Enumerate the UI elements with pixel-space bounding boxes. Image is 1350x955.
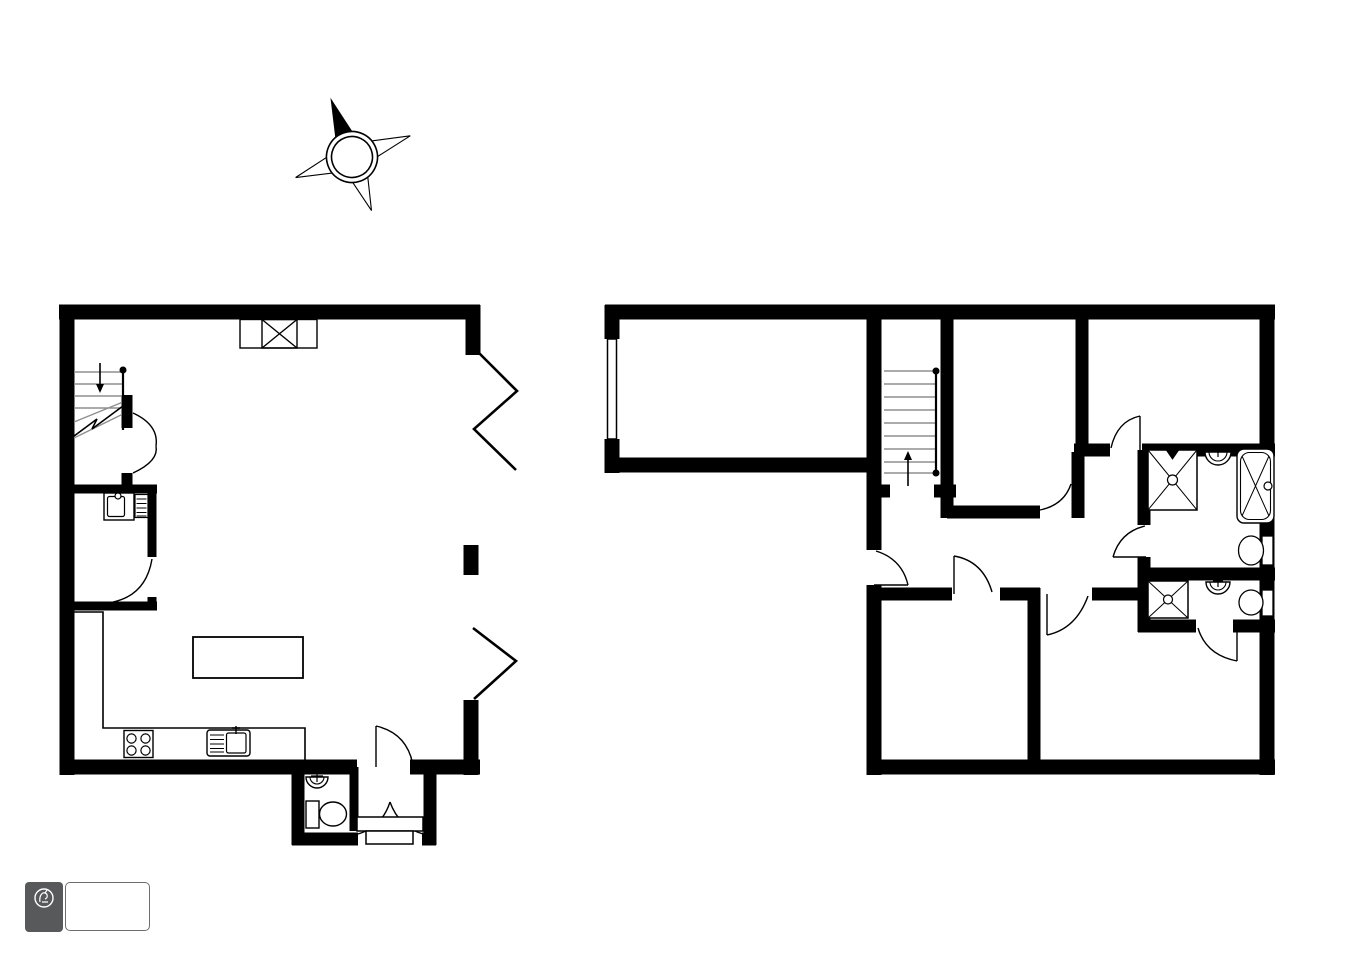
rics-logo [25,882,63,932]
ensuite-basin-icon [1205,576,1231,595]
kitchen-island [192,636,304,679]
gf-porch-walls [291,761,437,846]
bedroom2-door [1110,415,1141,450]
gf-utility-walls [60,484,157,611]
ensuite-toilet-icon [1238,589,1274,617]
ff-down-label [904,451,912,486]
certified-measurer-badge [65,882,150,931]
utility-door-arc [112,558,153,603]
ground-floor-plan [59,304,519,846]
ff-outer-walls [604,304,1275,775]
gf-up-label [96,363,104,393]
up-arrow-icon [96,384,104,393]
down-arrow-icon [904,451,912,460]
bathroom-door [1112,525,1146,558]
ff-ensuite [1147,576,1274,619]
footer [25,882,158,932]
utility-sink-icon [103,492,149,521]
ff-interior-walls [868,312,1275,767]
toilet-icon [1237,535,1274,566]
ensuite-door [1197,626,1238,662]
gf-bifold-doors [472,352,519,700]
gf-wc [305,770,348,829]
gf-kitchen [74,611,306,760]
entrance-steps [356,816,424,845]
garage-door [606,338,618,440]
ff-bathroom [1147,445,1275,566]
shower-icon [1147,449,1198,511]
bedroom4-door [1039,483,1072,511]
kitchen-sink-icon [206,726,251,757]
ff-doors [874,415,1238,662]
ensuite-shower-icon [1147,580,1189,619]
front-door [874,550,909,586]
living-to-porch-door [375,725,414,767]
compass-icon [295,97,411,211]
wc-basin-icon [305,770,329,789]
stair-lobby-door-arcs [132,412,157,474]
rics-lion-icon [34,888,54,908]
wc-toilet-icon [305,800,348,829]
bedroom3-door [953,555,993,594]
first-floor-plan [604,304,1275,775]
bath-icon [1236,448,1275,524]
ff-staircase [884,367,940,477]
bedroom1-door [1046,594,1089,636]
gf-outer-walls [59,304,481,775]
hob-icon [123,729,154,759]
gf-stair-break-line [61,402,128,446]
basin-icon [1204,445,1232,466]
gf-chimney [239,318,318,349]
